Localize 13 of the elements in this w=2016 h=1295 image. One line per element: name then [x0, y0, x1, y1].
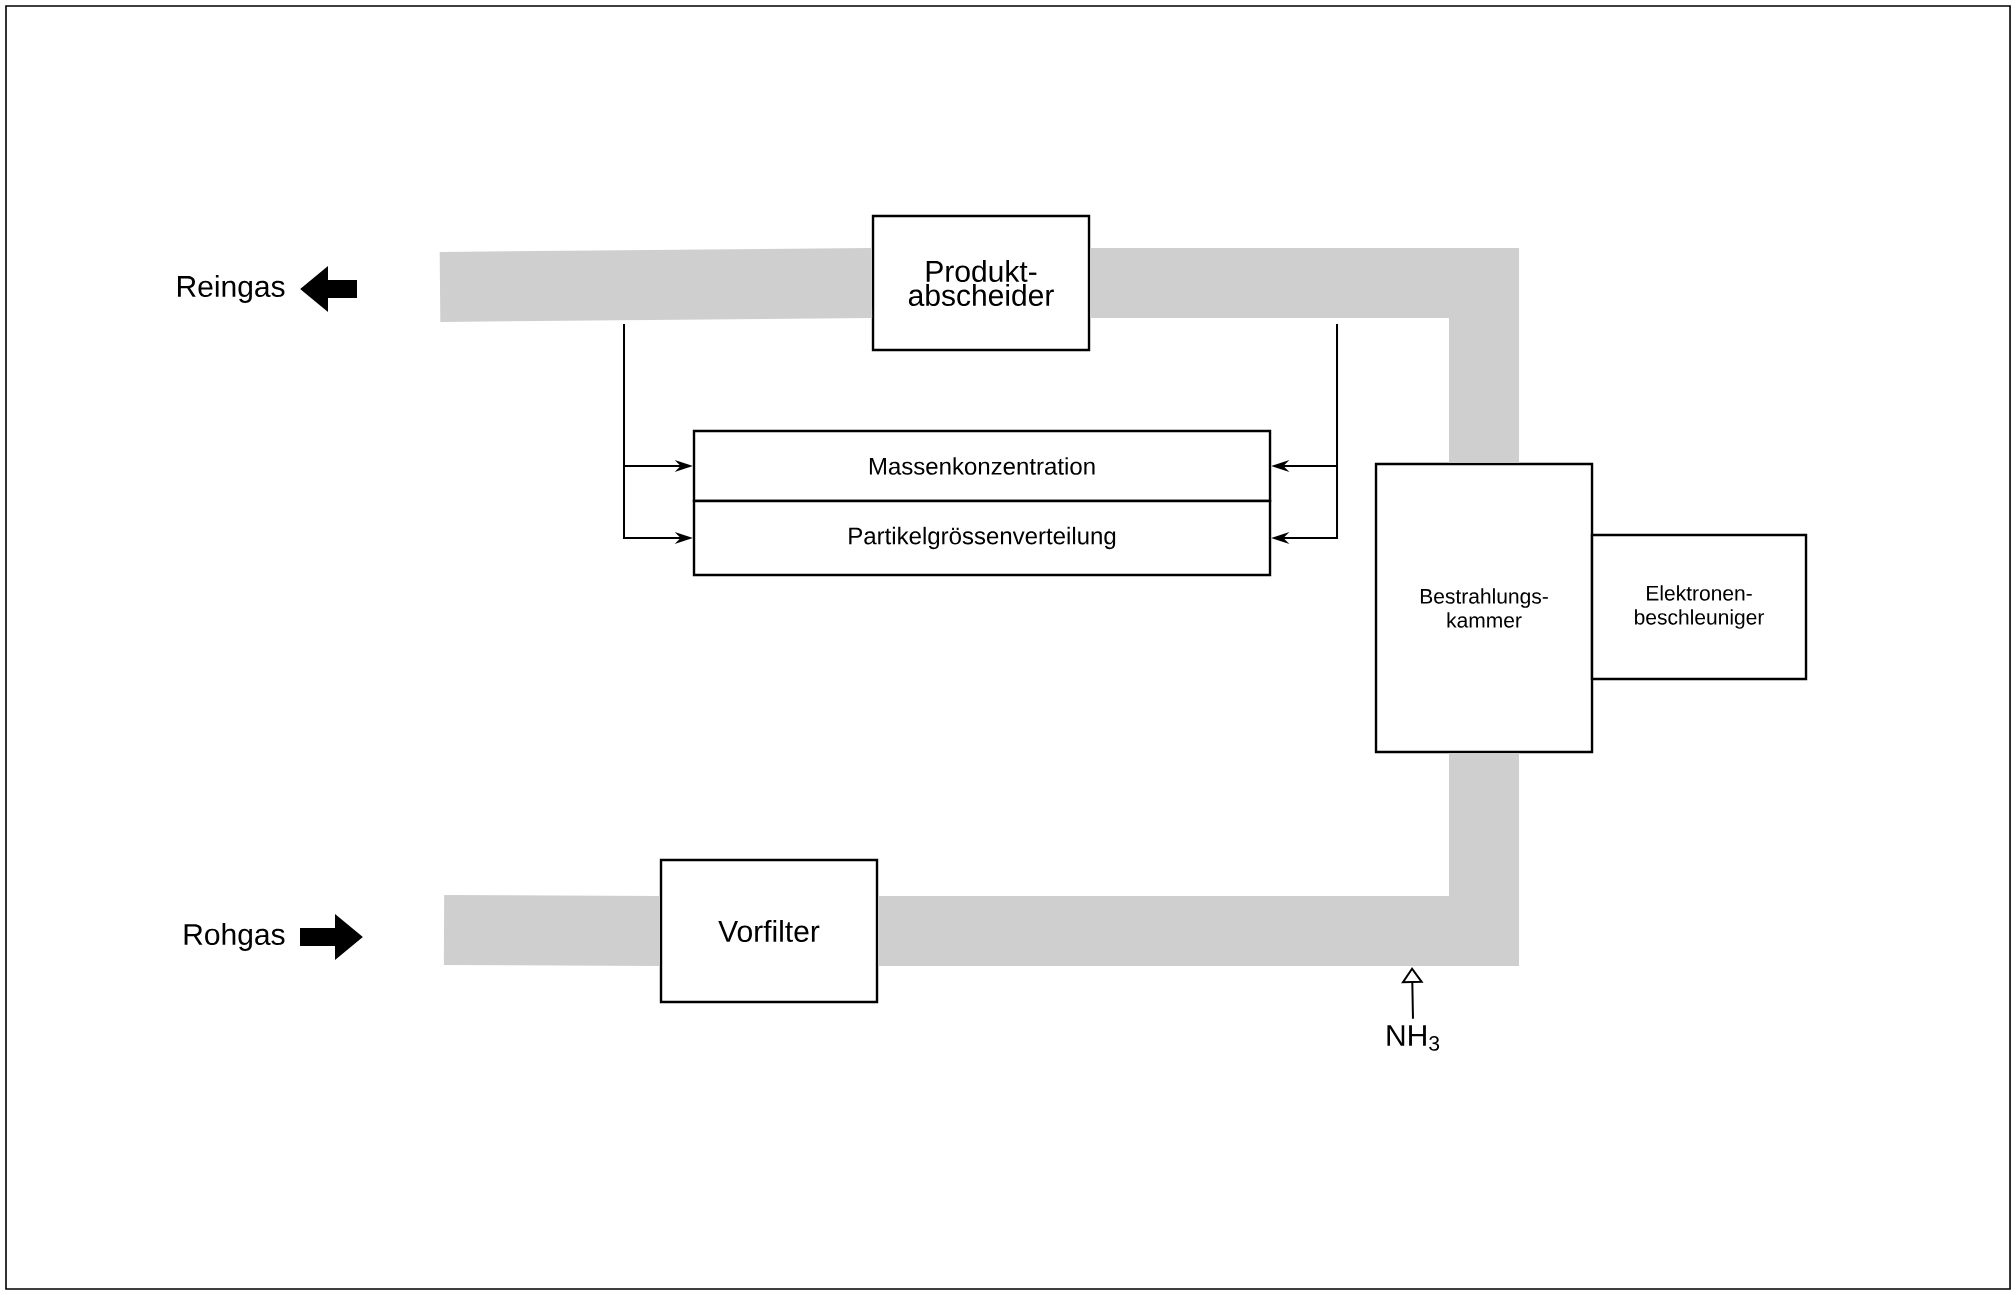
pipe — [1090, 248, 1520, 463]
gas-label: Rohgas — [184, 923, 285, 951]
feed-label: NH$_{3}$ — [1387, 1025, 1440, 1051]
process-box: Produkt- abscheider — [871, 214, 1091, 352]
measurement-box: Massenkonzentration — [692, 429, 1272, 503]
pipe — [443, 895, 660, 966]
pipe — [878, 753, 1520, 966]
measurement-box: Partikelgrössenverteilung — [692, 499, 1272, 577]
accelerator-box: Elektronen- beschleuniger — [1590, 533, 1808, 681]
pipe — [439, 248, 873, 322]
chamber-box: Bestrahlungs- kammer — [1374, 462, 1594, 754]
gas-label: Reingas — [178, 275, 285, 303]
process-box: Vorfilter — [659, 858, 879, 1004]
